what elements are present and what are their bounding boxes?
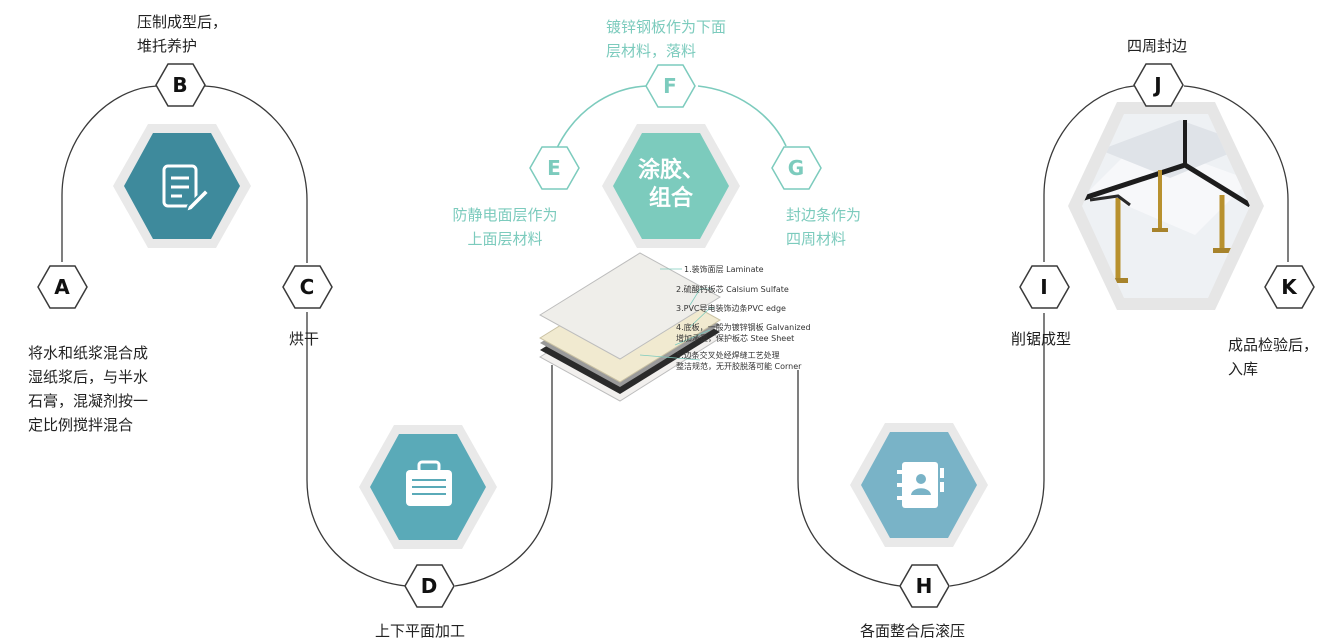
legend-item-3: 3.PVC导电装饰边条PVC edge <box>676 304 786 313</box>
path-d-sample <box>454 365 553 587</box>
node-k: K <box>1264 265 1315 309</box>
node-e: E <box>529 146 580 190</box>
legend-item-4-line: 4.底板，一般为镀锌钢板 Galvanized <box>676 323 811 332</box>
step-e-label: 防静电面层作为 上面层材料 <box>443 203 567 251</box>
legend-item-4-line: 增加承重，保护板芯 Stee Sheet <box>676 334 795 343</box>
path-h-i <box>949 313 1045 587</box>
step-a-line: 定比例搅拌混合 <box>28 416 134 434</box>
path-j-k <box>1183 85 1289 262</box>
node-b: B <box>155 63 206 107</box>
svg-text:G: G <box>788 156 804 180</box>
svg-text:H: H <box>916 574 933 598</box>
step-g-line: 封边条作为 <box>786 206 862 224</box>
node-j: J <box>1133 63 1184 107</box>
d-icon-hexagon <box>359 425 497 549</box>
legend-item-4: 4.底板，一般为镀锌钢板 Galvanized 增加承重，保护板芯 Stee S… <box>676 322 811 344</box>
step-j-line: 四周封边 <box>1127 37 1188 55</box>
step-f-line: 镀锌钢板作为下面 <box>606 18 727 36</box>
step-g-line: 四周材料 <box>786 230 847 248</box>
raised-floor-frame-image <box>1068 102 1264 310</box>
step-a-line: 湿纸浆后，与半水 <box>28 368 149 386</box>
node-c: C <box>282 265 333 309</box>
legend-item-5-line: 整洁规范，无开胶脱落可能 Corner <box>676 362 802 371</box>
svg-text:J: J <box>1152 73 1161 97</box>
center-title: 涂胶、 组合 <box>626 157 716 213</box>
svg-text:A: A <box>54 275 70 299</box>
path-c-d <box>306 312 407 587</box>
step-i-label: 削锯成型 <box>1011 327 1071 351</box>
step-c-label: 烘干 <box>289 327 319 351</box>
step-k-line: 入库 <box>1228 360 1259 378</box>
step-h-line: 各面整合后滚压 <box>860 622 966 640</box>
step-k-line: 成品检验后， <box>1228 336 1319 354</box>
legend-item-1: 1.装饰面层 Laminate <box>684 265 764 274</box>
h-icon-hexagon <box>850 423 988 547</box>
briefcase-icon <box>406 460 452 506</box>
step-i-line: 削锯成型 <box>1011 330 1072 348</box>
node-i: I <box>1019 265 1070 309</box>
step-d-line: 上下平面加工 <box>375 622 466 640</box>
contact-book-icon <box>897 462 944 508</box>
svg-text:E: E <box>547 156 561 180</box>
step-g-label: 封边条作为 四周材料 <box>786 203 861 251</box>
svg-text:C: C <box>300 275 315 299</box>
path-e-f <box>555 85 647 151</box>
node-h: H <box>899 564 950 608</box>
material-layers-sample <box>539 252 721 402</box>
step-b-line: 堆托养护 <box>137 37 198 55</box>
step-a-line: 将水和纸浆混合成 <box>28 344 149 362</box>
svg-text:F: F <box>663 74 677 98</box>
step-b-label: 压制成型后， 堆托养护 <box>137 10 227 58</box>
path-i-j <box>1043 85 1135 262</box>
step-a-line: 石膏，混凝剂按一 <box>28 392 149 410</box>
step-a-label: 将水和纸浆混合成 湿纸浆后，与半水 石膏，混凝剂按一 定比例搅拌混合 <box>28 341 148 437</box>
step-e-line: 防静电面层作为 <box>452 206 558 224</box>
node-f: F <box>645 64 696 108</box>
svg-text:B: B <box>172 73 187 97</box>
center-title-line2: 组合 <box>648 186 693 211</box>
step-h-label: 各面整合后滚压 <box>860 619 965 643</box>
node-d: D <box>404 564 455 608</box>
svg-text:D: D <box>421 574 438 598</box>
step-j-label: 四周封边 <box>1127 34 1187 58</box>
legend-item-2: 2.硫酸钙板芯 Calsium Sulfate <box>676 285 789 294</box>
step-f-line: 层材料，落料 <box>606 42 697 60</box>
b-icon-hexagon <box>113 124 251 248</box>
edit-document-icon <box>162 164 211 214</box>
center-hexagon <box>602 124 740 248</box>
legend-item-5: 5.边条交叉处经焊缝工艺处理 整洁规范，无开胶脱落可能 Corner <box>676 350 801 372</box>
legend-leader-lines <box>639 268 714 361</box>
step-c-line: 烘干 <box>289 330 320 348</box>
step-b-line: 压制成型后， <box>137 13 228 31</box>
legend-item-5-line: 5.边条交叉处经焊缝工艺处理 <box>676 351 780 360</box>
step-f-label: 镀锌钢板作为下面 层材料，落料 <box>606 15 726 63</box>
node-g: G <box>771 146 822 190</box>
step-k-label: 成品检验后， 入库 <box>1228 333 1318 381</box>
step-e-line: 上面层材料 <box>467 230 543 248</box>
svg-text:I: I <box>1040 275 1047 299</box>
step-d-label: 上下平面加工 <box>375 619 465 643</box>
path-a-b <box>61 85 158 262</box>
svg-text:K: K <box>1281 275 1298 299</box>
node-a: A <box>37 265 88 309</box>
path-sample-h <box>797 370 901 587</box>
path-b-c <box>203 85 308 263</box>
path-f-g <box>697 85 787 147</box>
center-title-line1: 涂胶、 <box>637 158 704 183</box>
